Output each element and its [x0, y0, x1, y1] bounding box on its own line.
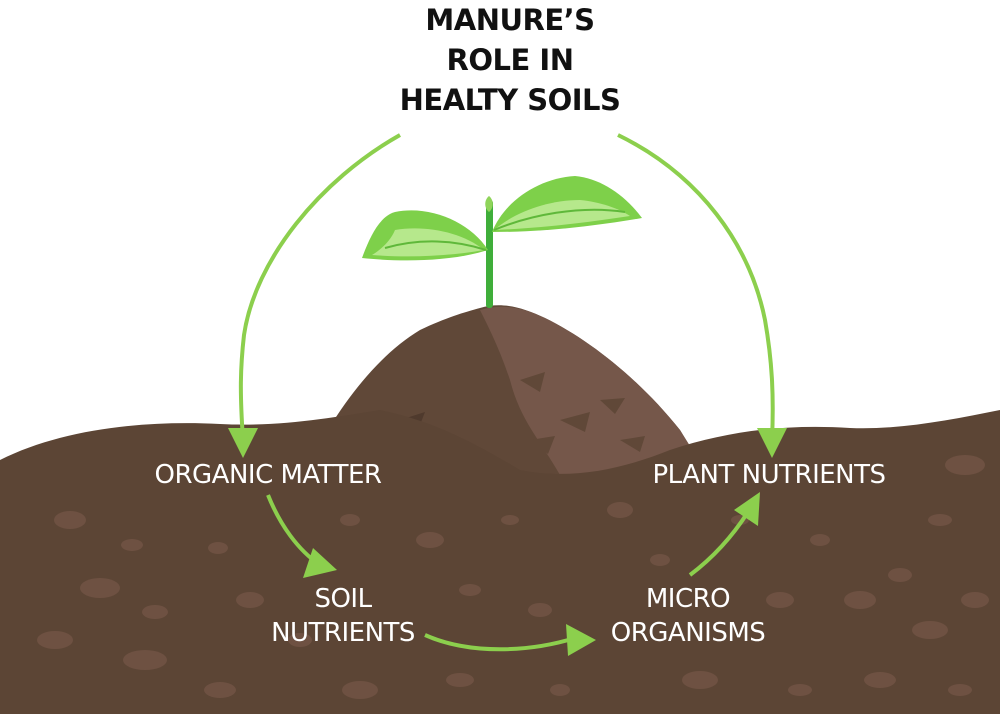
label-soil-nutrients-line-1: SOIL: [314, 584, 372, 614]
arrowhead-plant-nutrients: [757, 428, 787, 458]
arrowhead-organic-matter: [228, 428, 258, 458]
title-line-2: ROLE IN: [446, 43, 574, 77]
arrowhead-micro-organisms: [566, 624, 596, 656]
label-organic-matter-text: ORGANIC MATTER: [154, 460, 383, 490]
arrowhead-plant-nutrients-lower: [734, 492, 760, 526]
arrowhead-soil-nutrients: [303, 548, 337, 578]
arrow-title-to-organic-matter: [238, 133, 401, 441]
soil-ground: [0, 410, 1000, 714]
label-micro-organisms-line-2: ORGANISMS: [610, 618, 766, 648]
cycle-arrows: [238, 133, 775, 652]
label-micro-organisms-line-1: MICRO: [645, 584, 731, 614]
arrow-title-to-plant-nutrients: [617, 133, 775, 441]
diagram-title: MANURE’S ROLE IN HEALTY SOILS: [330, 0, 690, 120]
title-line-3: HEALTY SOILS: [399, 83, 621, 117]
label-organic-matter: ORGANIC MATTER: [150, 458, 386, 492]
arrow-soil-to-micro-organisms: [424, 633, 576, 652]
arrowheads: [228, 428, 787, 656]
label-soil-nutrients-line-2: NUTRIENTS: [271, 618, 415, 648]
label-soil-nutrients: SOIL NUTRIENTS: [265, 582, 421, 650]
title-line-1: MANURE’S: [425, 3, 595, 37]
label-plant-nutrients-text: PLANT NUTRIENTS: [652, 460, 887, 490]
seedling-icon: [362, 176, 642, 308]
arrow-micro-to-plant-nutrients: [688, 510, 750, 577]
label-micro-organisms: MICRO ORGANISMS: [600, 582, 776, 650]
label-plant-nutrients: PLANT NUTRIENTS: [645, 458, 893, 492]
